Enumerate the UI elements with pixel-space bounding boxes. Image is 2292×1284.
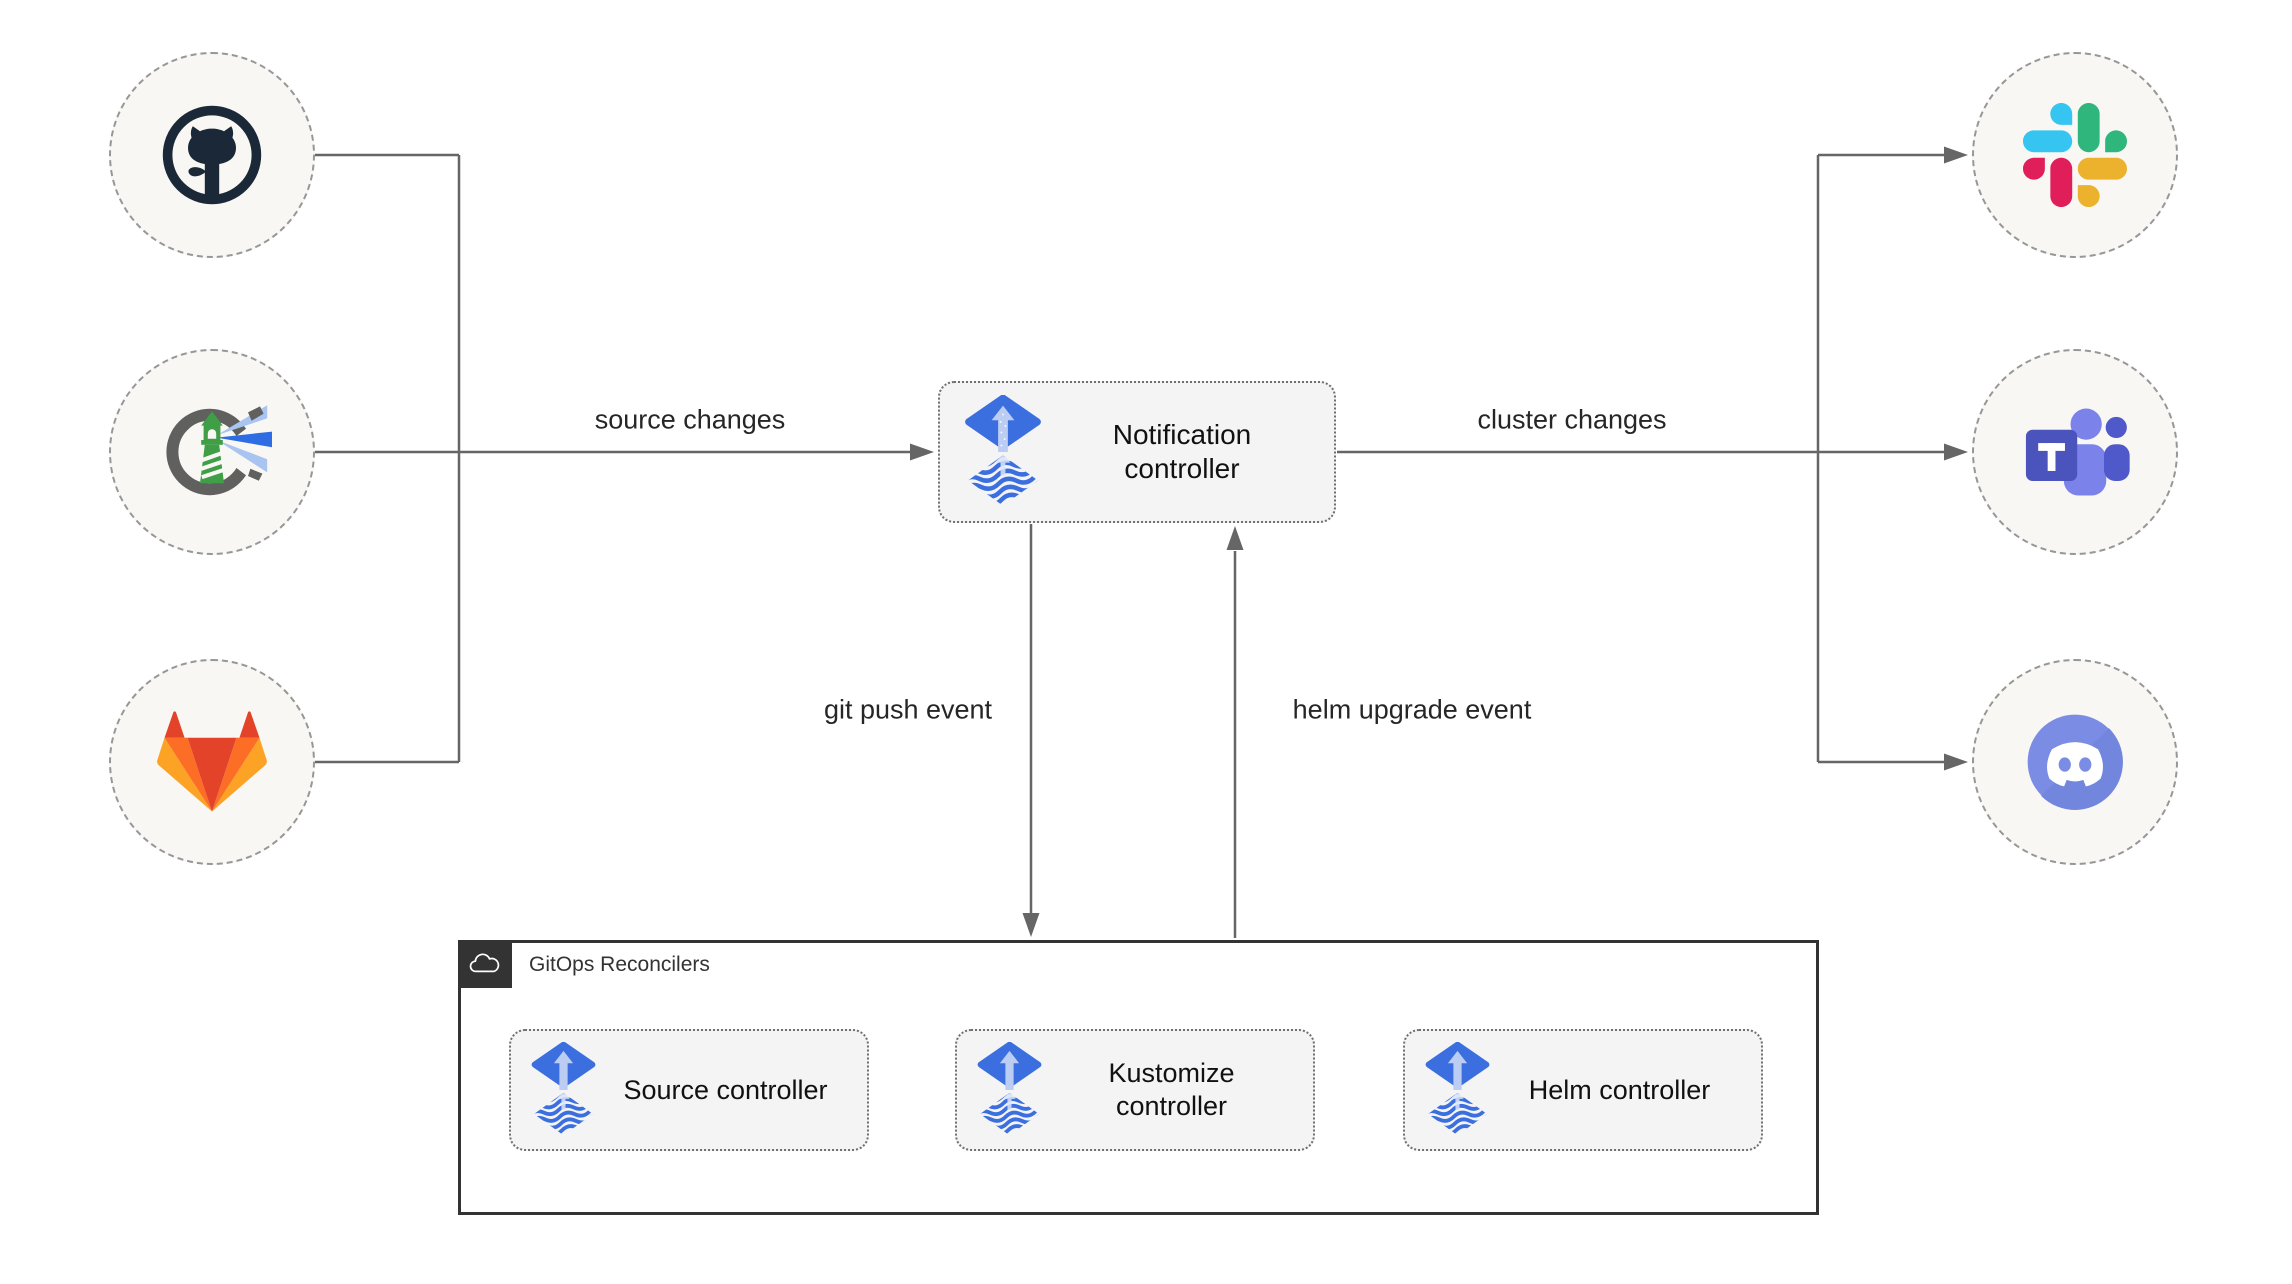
flux-icon — [962, 395, 1044, 509]
harbor-icon — [166, 405, 272, 496]
helm-controller-label: Helm controller — [1528, 1074, 1711, 1105]
node-source-controller: Source controller — [509, 1029, 869, 1151]
arrowhead-into-discord — [1944, 753, 1968, 771]
node-gitlab — [109, 659, 315, 865]
arrowhead-into-slack — [1944, 146, 1968, 164]
source-controller-label: Source controller — [623, 1074, 828, 1105]
cloud-badge — [458, 940, 512, 988]
node-helm-controller: Helm controller — [1403, 1029, 1763, 1151]
node-github — [109, 52, 315, 258]
arrowhead-into-teams — [1944, 443, 1968, 461]
gitops-reconcilers-title: GitOps Reconcilers — [529, 953, 710, 976]
arrowhead-helm-upgrade-up — [1226, 526, 1244, 550]
edge-label-helm-upgrade-event: helm upgrade event — [1292, 694, 1532, 725]
node-kustomize-controller: Kustomize controller — [955, 1029, 1315, 1151]
cloud-icon — [469, 953, 500, 973]
edge-label-git-push-event: git push event — [823, 694, 993, 725]
edge-label-cluster-changes: cluster changes — [1477, 404, 1667, 435]
arrowhead-into-notification — [910, 443, 934, 461]
node-microsoft-teams — [1972, 349, 2178, 555]
node-slack — [1972, 52, 2178, 258]
node-notification-controller: Notification controller — [938, 381, 1336, 523]
flux-icon — [529, 1042, 598, 1138]
arrowhead-git-push-down — [1022, 913, 1040, 937]
flux-icon — [975, 1042, 1044, 1138]
node-discord — [1972, 659, 2178, 865]
gitlab-icon — [157, 711, 267, 812]
kustomize-controller-label: Kustomize controller — [1108, 1058, 1235, 1121]
flux-icon — [1423, 1042, 1492, 1138]
node-harbor — [109, 349, 315, 555]
edge-label-source-changes: source changes — [594, 404, 786, 435]
slack-icon — [2023, 103, 2127, 207]
github-icon — [162, 105, 262, 205]
teams-icon — [2025, 408, 2130, 496]
discord-icon — [2027, 714, 2123, 810]
notification-controller-label: Notification controller — [1112, 418, 1252, 484]
